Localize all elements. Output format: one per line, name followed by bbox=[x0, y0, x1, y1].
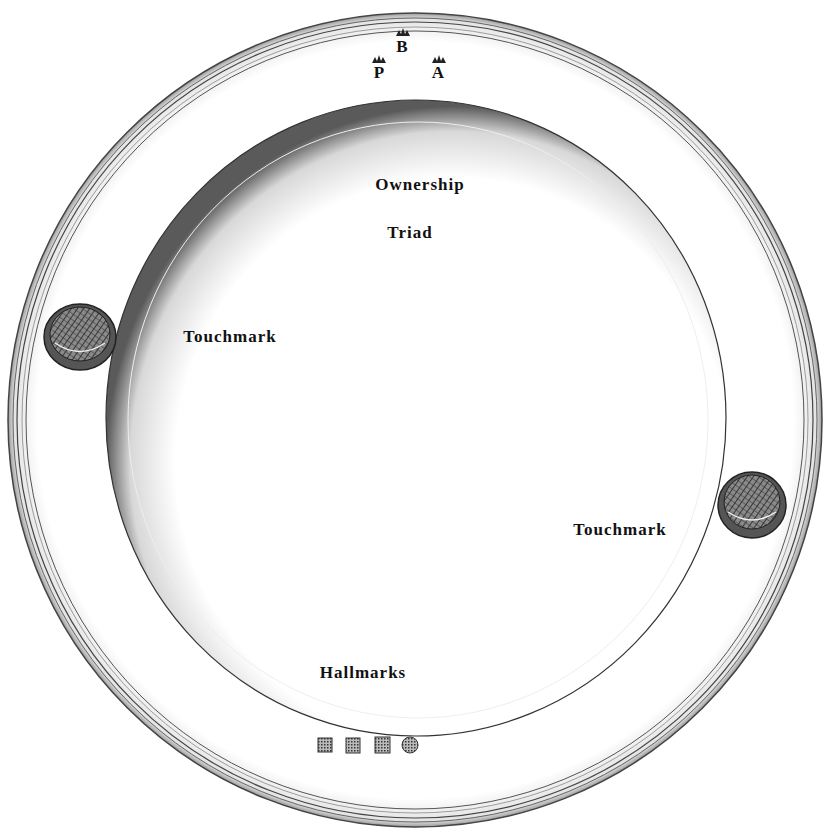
hallmark-stamps bbox=[318, 737, 418, 753]
triad-letter: P bbox=[374, 64, 384, 83]
region-label: Ownership bbox=[375, 176, 464, 195]
crown-symbol bbox=[372, 28, 446, 63]
region-label: Triad bbox=[387, 224, 432, 243]
region-label: Touchmark bbox=[573, 521, 666, 540]
region-label: Hallmarks bbox=[320, 664, 406, 683]
touchmark-stamp bbox=[718, 472, 786, 538]
region-label: Touchmark bbox=[183, 328, 276, 347]
triad-letter: A bbox=[432, 64, 444, 83]
triad-letter: B bbox=[396, 38, 407, 57]
touchmark-stamp bbox=[44, 304, 116, 370]
